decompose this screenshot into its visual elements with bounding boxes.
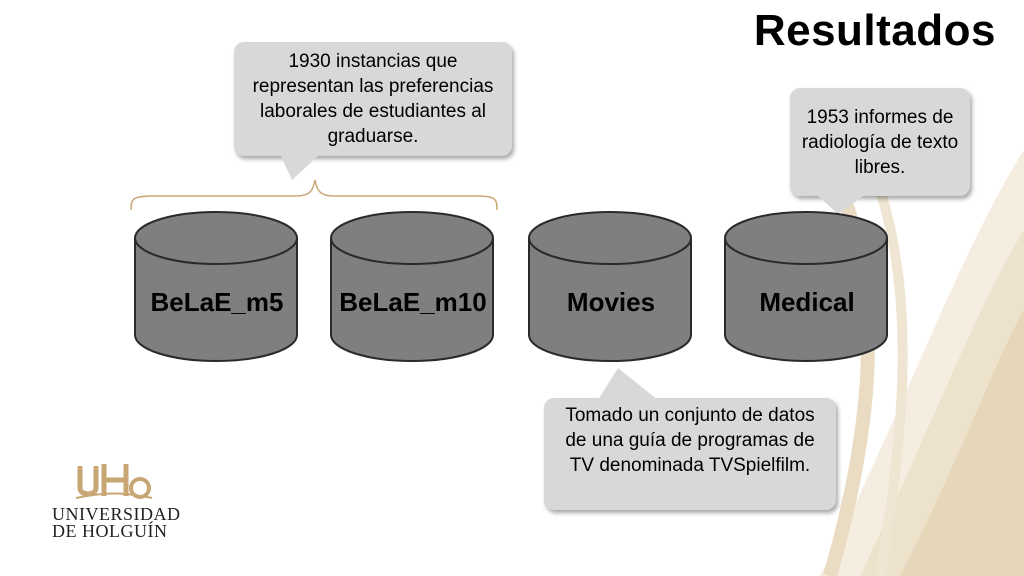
- logo-line-1: UNIVERSIDAD: [52, 504, 181, 524]
- logo-line-2: DE HOLGUÍN: [52, 521, 168, 541]
- dataset-label-belae-m5: BeLaE_m5: [150, 287, 284, 317]
- cylinder-belae-m10: [330, 211, 494, 362]
- dataset-label-movies: Movies: [566, 287, 656, 317]
- callout-movies: Tomado un conjunto de datos de una guía …: [544, 398, 836, 510]
- callout-medical-text: 1953 informes de radiología de texto lib…: [801, 107, 959, 178]
- callout-movies-text: Tomado un conjunto de datos de una guía …: [565, 405, 815, 476]
- cylinder-belae-m5: [134, 211, 298, 362]
- dataset-label-medical: Medical: [759, 287, 855, 317]
- callout-medical-tail: [816, 194, 866, 214]
- callout-belae: 1930 instancias que representan las pref…: [234, 42, 512, 156]
- callout-belae-tail: [280, 154, 320, 180]
- callout-movies-tail: [598, 368, 658, 400]
- cylinder-movies: [528, 211, 692, 362]
- group-brace: [130, 179, 498, 210]
- cylinder-medical: [724, 211, 888, 362]
- uho-logo-mark-icon: [75, 464, 153, 499]
- callout-medical: 1953 informes de radiología de texto lib…: [790, 88, 970, 196]
- dataset-label-belae-m10: BeLaE_m10: [339, 287, 487, 317]
- slide-title: Resultados: [753, 6, 996, 55]
- callout-belae-text: 1930 instancias que representan las pref…: [252, 51, 494, 147]
